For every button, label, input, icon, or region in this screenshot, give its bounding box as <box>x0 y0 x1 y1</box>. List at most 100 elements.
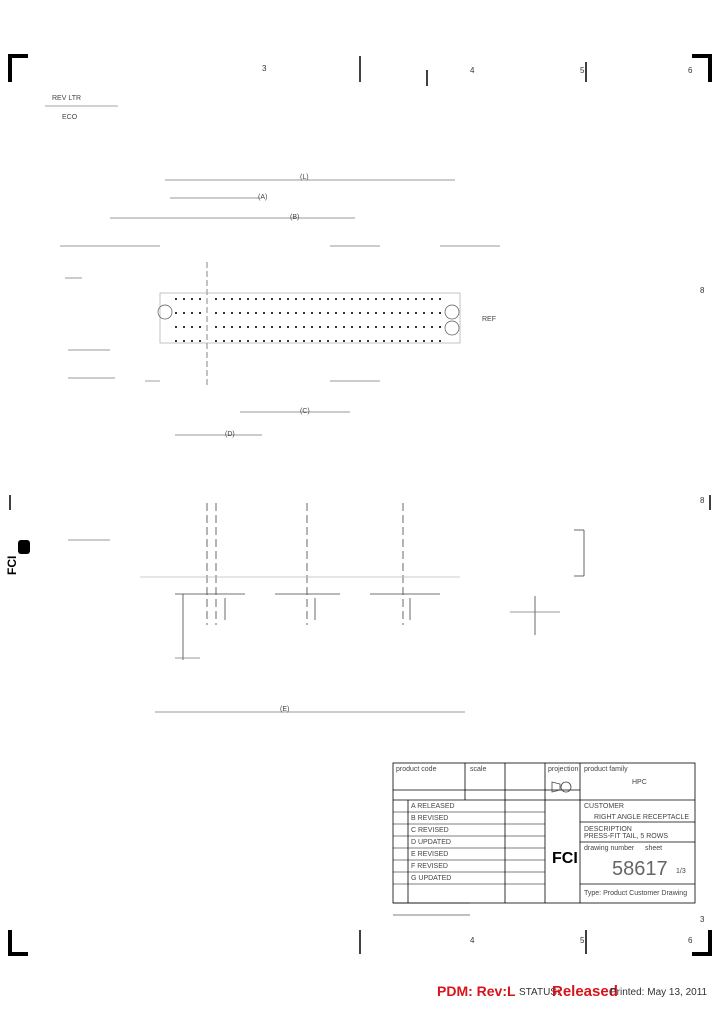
connector-pin <box>263 326 265 328</box>
connector-pin <box>263 340 265 342</box>
tb-description-line2: PRESS-FIT TAIL, 5 ROWS <box>584 833 669 840</box>
connector-pin <box>303 340 305 342</box>
connector-pin <box>383 340 385 342</box>
dim-c: (C) <box>300 408 310 415</box>
connector-pin <box>343 312 345 314</box>
connector-pin <box>199 312 201 314</box>
connector-pin <box>287 298 289 300</box>
corner-top-right <box>692 54 712 82</box>
zone-number-right-a: 8 <box>700 286 705 295</box>
connector-pin <box>279 340 281 342</box>
connector-pin <box>183 312 185 314</box>
tb-sheet-label: sheet <box>645 845 663 852</box>
connector-pin <box>391 298 393 300</box>
connector-pin <box>391 326 393 328</box>
connector-pin <box>319 312 321 314</box>
tb-product-family-label: product family <box>584 766 628 773</box>
side-logo-mark <box>18 540 30 554</box>
connector-pin <box>271 312 273 314</box>
zone-number-top-6: 6 <box>688 66 693 75</box>
connector-pin <box>335 312 337 314</box>
title-block-frame <box>392 762 696 904</box>
connector-pin <box>231 340 233 342</box>
connector-pin <box>423 312 425 314</box>
pdm-revision: PDM: Rev:L <box>437 983 516 999</box>
connector-pin <box>239 312 241 314</box>
connector-pin <box>303 298 305 300</box>
connector-pin <box>223 312 225 314</box>
connector-pin <box>199 340 201 342</box>
dim-overall: (L) <box>300 174 309 181</box>
connector-pin <box>439 326 441 328</box>
connector-pin <box>327 340 329 342</box>
connector-pin <box>231 312 233 314</box>
connector-pin <box>375 298 377 300</box>
connector-pin <box>311 326 313 328</box>
connector-pin <box>431 312 433 314</box>
connector-pin <box>247 312 249 314</box>
connector-pin <box>415 326 417 328</box>
connector-pin <box>223 326 225 328</box>
connector-pin <box>399 298 401 300</box>
zone-number-right-c: 3 <box>700 915 705 924</box>
zone-number-bottom-6: 6 <box>688 936 693 945</box>
status-value: Released <box>552 983 618 1000</box>
connector-pin <box>199 298 201 300</box>
connector-pin <box>335 326 337 328</box>
corner-bottom-right <box>692 930 712 956</box>
connector-top-view <box>157 262 461 385</box>
connector-pin <box>255 326 257 328</box>
connector-pin <box>319 326 321 328</box>
connector-pin <box>415 298 417 300</box>
connector-pin <box>335 340 337 342</box>
tb-fci-logo: FCI <box>552 850 578 867</box>
tb-customer: CUSTOMER <box>584 803 624 810</box>
connector-pin <box>215 326 217 328</box>
connector-pin <box>407 326 409 328</box>
connector-pin <box>439 298 441 300</box>
projection-symbol <box>551 781 572 793</box>
connector-pin <box>263 298 265 300</box>
connector-pin <box>391 340 393 342</box>
connector-pin <box>311 312 313 314</box>
tb-product-code-label: product code <box>396 766 437 773</box>
connector-pin <box>327 298 329 300</box>
connector-pin <box>311 298 313 300</box>
connector-pin <box>215 312 217 314</box>
zone-number-bottom-5: 5 <box>580 936 585 945</box>
connector-pin <box>367 298 369 300</box>
tb-drawing-number-label: drawing number <box>584 845 635 852</box>
connector-pin <box>279 312 281 314</box>
zone-number-top-5: 5 <box>580 66 585 75</box>
status-label: STATUS: <box>519 987 560 998</box>
connector-pin <box>247 326 249 328</box>
connector-pin <box>183 298 185 300</box>
connector-pin <box>375 312 377 314</box>
connector-pin <box>343 340 345 342</box>
side-fci-logo: FCI <box>5 555 19 575</box>
connector-pin <box>175 340 177 342</box>
connector-pin <box>295 298 297 300</box>
tb-row-4: D UPDATED <box>411 839 451 846</box>
connector-pin <box>247 340 249 342</box>
connector-pin <box>391 312 393 314</box>
connector-pin <box>431 298 433 300</box>
connector-pin <box>351 340 353 342</box>
connector-pin <box>423 298 425 300</box>
connector-pin <box>359 326 361 328</box>
connector-pin <box>375 340 377 342</box>
connector-pin <box>359 298 361 300</box>
zone-number-top-4: 4 <box>470 66 475 75</box>
connector-pin <box>367 340 369 342</box>
tb-projection-label: projection <box>548 766 579 773</box>
connector-pin <box>407 312 409 314</box>
connector-pin <box>287 340 289 342</box>
connector-pin <box>431 326 433 328</box>
tb-description-label: DESCRIPTION <box>584 826 632 833</box>
zone-number-top-3: 3 <box>262 64 267 73</box>
connector-pin <box>351 312 353 314</box>
connector-pin <box>415 312 417 314</box>
connector-side-view <box>140 503 585 660</box>
connector-pin <box>431 340 433 342</box>
tb-row-2: B REVISED <box>411 815 449 822</box>
